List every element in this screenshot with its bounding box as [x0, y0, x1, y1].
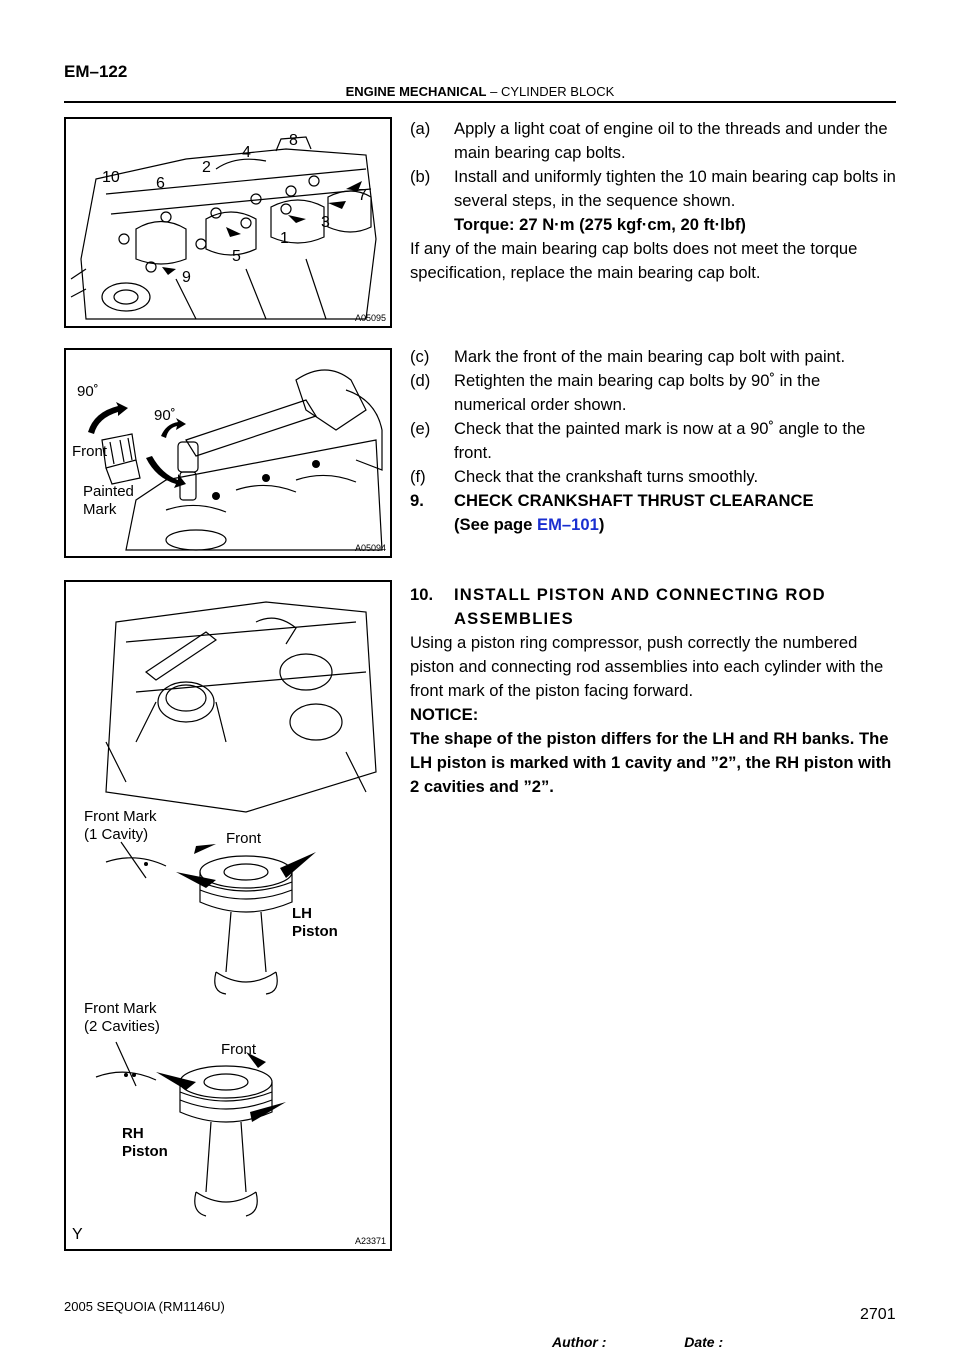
step-9: 9. CHECK CRANKSHAFT THRUST CLEARANCE (Se… — [410, 489, 896, 537]
step-e: (e) Check that the painted mark is now a… — [410, 417, 896, 465]
sequence-label-7: 7 — [358, 187, 367, 204]
step-a: (a) Apply a light coat of engine oil to … — [410, 117, 896, 165]
step-c-body: Mark the front of the main bearing cap b… — [454, 347, 846, 366]
step-c: (c) Mark the front of the main bearing c… — [410, 345, 896, 369]
section-subtitle: CYLINDER BLOCK — [500, 84, 615, 99]
replace-note: If any of the main bearing cap bolts doe… — [410, 239, 858, 282]
figure-code: A05094 — [354, 543, 386, 553]
rh-front-mark-line1: Front Mark — [84, 1000, 157, 1017]
figure-retighten: 90˚ 90˚ Front Painted Mark A05094 — [64, 348, 392, 558]
sequence-label-6: 6 — [156, 175, 165, 192]
step-d-tag: (d) — [410, 371, 431, 390]
step-d-body: Retighten the main bearing cap bolts by … — [454, 371, 821, 414]
figure-corner-mark: Y — [72, 1226, 83, 1243]
step-b-body: Install and uniformly tighten the 10 mai… — [454, 167, 896, 210]
sequence-label-8: 8 — [289, 132, 298, 149]
torque-spec: Torque: 27 N·m (275 kgf·cm, 20 ft·lbf) — [454, 215, 746, 234]
rh-front-label: Front — [221, 1041, 257, 1058]
sequence-label-9: 9 — [182, 269, 191, 286]
torque-wrench-illustration — [88, 369, 383, 551]
lh-front-label: Front — [226, 830, 262, 847]
lh-front-mark-line1: Front Mark — [84, 808, 157, 825]
step-10-title: INSTALL PISTON AND CONNECTING ROD ASSEMB… — [454, 585, 826, 628]
step-a-tag: (a) — [410, 119, 431, 138]
step-e-body: Check that the painted mark is now at a … — [454, 419, 866, 462]
step-10-tag: 10. — [410, 585, 434, 604]
notice-label: NOTICE: — [410, 705, 479, 724]
sequence-label-4: 4 — [242, 144, 251, 161]
step-9-title: CHECK CRANKSHAFT THRUST CLEARANCE — [454, 491, 814, 510]
rh-front-mark-line2: (2 Cavities) — [84, 1018, 160, 1035]
footer-author-date: Author : Date : — [552, 1334, 724, 1350]
page-reference-link[interactable]: EM–101 — [537, 515, 599, 534]
sequence-label-10: 10 — [102, 169, 120, 186]
section-separator: – — [486, 84, 501, 99]
step-9-tag: 9. — [410, 491, 424, 510]
engine-block-illustration — [70, 136, 377, 320]
step-10: 10. INSTALL PISTON AND CONNECTING ROD AS… — [410, 583, 896, 631]
step-c-tag: (c) — [410, 347, 430, 366]
rh-piston-line1: RH — [122, 1125, 144, 1142]
sequence-label-5: 5 — [232, 248, 241, 265]
front-label: Front — [72, 443, 108, 460]
figure-code: A23371 — [354, 1236, 386, 1246]
step-f-body: Check that the crankshaft turns smoothly… — [454, 467, 759, 486]
angle-label-left: 90˚ — [77, 383, 99, 400]
step-a-body: Apply a light coat of engine oil to the … — [454, 119, 888, 162]
step-9-ref-prefix: (See page — [454, 515, 538, 534]
sequence-label-2: 2 — [202, 159, 211, 176]
sequence-label-1: 1 — [280, 230, 289, 247]
step-f-tag: (f) — [410, 467, 426, 486]
lh-piston-line2: Piston — [292, 923, 338, 940]
step-10-body: Using a piston ring compressor, push cor… — [410, 633, 884, 700]
footer-model: 2005 SEQUOIA (RM1146U) — [64, 1299, 225, 1314]
lh-piston-line1: LH — [292, 905, 312, 922]
footer-page-number: 2701 — [860, 1306, 896, 1323]
step-f: (f) Check that the crankshaft turns smoo… — [410, 465, 896, 489]
painted-mark-label-line2: Mark — [83, 501, 117, 518]
figure-code: A05095 — [354, 313, 386, 323]
piston-illustration — [95, 601, 377, 1217]
step-d: (d) Retighten the main bearing cap bolts… — [410, 369, 896, 417]
page-number: EM–122 — [64, 62, 128, 81]
painted-mark-label-line1: Painted — [83, 483, 134, 500]
step-9-reference: (See page EM–101) — [454, 513, 896, 537]
lh-front-mark-line2: (1 Cavity) — [84, 826, 149, 843]
rh-piston-line2: Piston — [122, 1143, 168, 1160]
figure-bolt-sequence: 10 6 2 4 8 7 3 1 5 9 A05095 — [64, 117, 392, 328]
section-title: ENGINE MECHANICAL — [345, 84, 487, 99]
step-b: (b) Install and uniformly tighten the 10… — [410, 165, 896, 213]
step-b-tag: (b) — [410, 167, 431, 186]
figure-pistons: Front Mark (1 Cavity) Front LH Piston Fr… — [64, 580, 392, 1251]
step-9-ref-suffix: ) — [598, 515, 605, 534]
section-header: ENGINE MECHANICAL – CYLINDER BLOCK — [64, 84, 896, 99]
angle-label-right: 90˚ — [154, 407, 176, 424]
sequence-label-3: 3 — [321, 214, 330, 231]
step-e-tag: (e) — [410, 419, 431, 438]
header-rule — [64, 101, 896, 103]
notice-body: The shape of the piston differs for the … — [410, 729, 892, 796]
